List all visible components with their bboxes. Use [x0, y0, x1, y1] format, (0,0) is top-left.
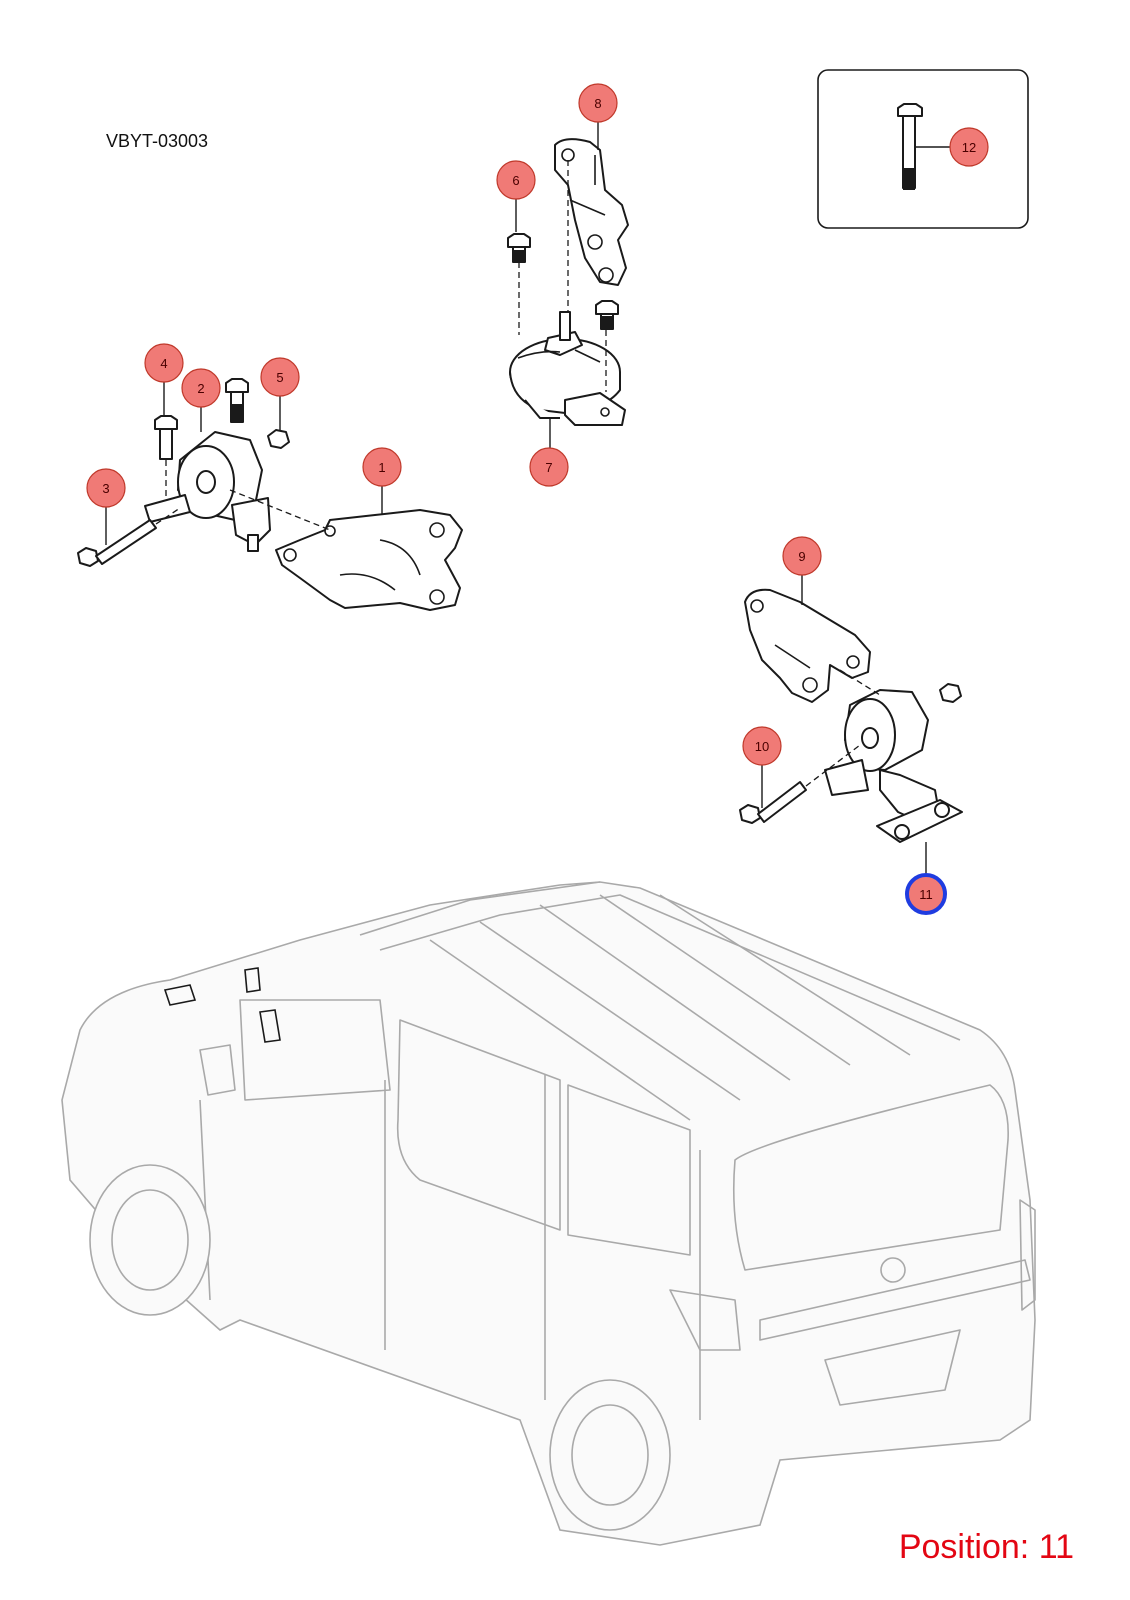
van-illustration — [61, 881, 1036, 1546]
right-mount-drawing — [739, 570, 963, 876]
svg-text:5: 5 — [276, 370, 283, 385]
callout-3[interactable]: 3 — [86, 468, 126, 508]
callout-10[interactable]: 10 — [742, 726, 782, 766]
svg-text:1: 1 — [378, 460, 385, 475]
callout-2[interactable]: 2 — [181, 368, 221, 408]
inset-box — [817, 69, 1029, 229]
svg-text:8: 8 — [594, 96, 601, 111]
callout-5[interactable]: 5 — [260, 357, 300, 397]
bolt-12-drawing — [897, 103, 954, 190]
position-label: Position: 11 — [898, 1528, 1074, 1566]
callout-12[interactable]: 12 — [949, 127, 989, 167]
svg-text:9: 9 — [798, 549, 805, 564]
callout-8[interactable]: 8 — [578, 83, 618, 123]
callout-4[interactable]: 4 — [144, 343, 184, 383]
left-mount-drawing — [77, 378, 463, 611]
callout-11[interactable]: 11 — [905, 873, 947, 915]
callout-6[interactable]: 6 — [496, 160, 536, 200]
callout-1[interactable]: 1 — [362, 447, 402, 487]
top-mount-drawing — [507, 120, 629, 455]
svg-text:11: 11 — [919, 887, 933, 902]
svg-text:3: 3 — [102, 481, 109, 496]
callout-7[interactable]: 7 — [529, 447, 569, 487]
svg-text:12: 12 — [962, 140, 976, 155]
svg-text:2: 2 — [197, 381, 204, 396]
svg-text:6: 6 — [512, 173, 519, 188]
svg-text:4: 4 — [160, 356, 167, 371]
svg-text:7: 7 — [545, 460, 552, 475]
svg-text:10: 10 — [755, 739, 769, 754]
callout-9[interactable]: 9 — [782, 536, 822, 576]
ref-code: VBYT-03003 — [106, 131, 209, 151]
